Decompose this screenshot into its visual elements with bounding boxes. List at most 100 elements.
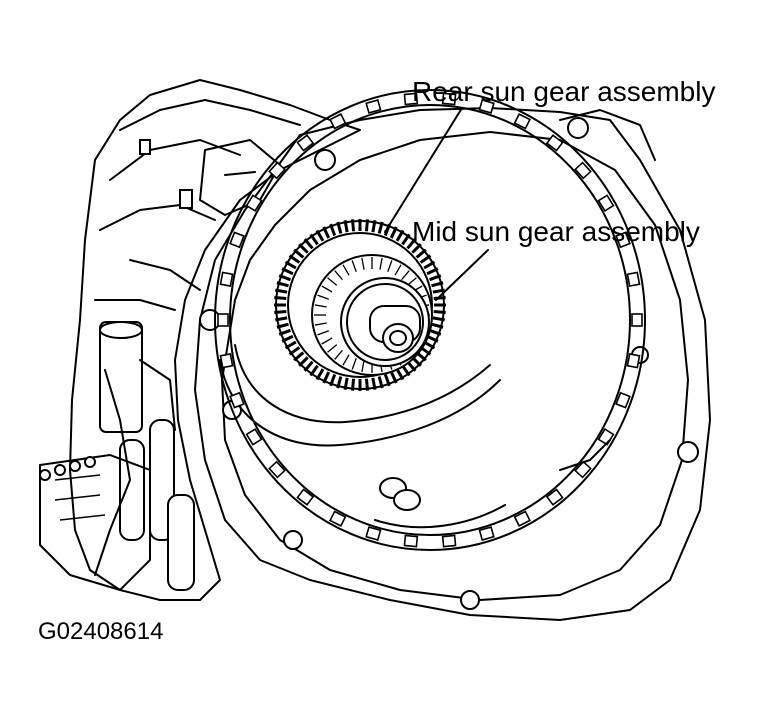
- drum-notch: [219, 271, 234, 287]
- spline-line: [314, 322, 327, 326]
- gear-tooth: [288, 346, 301, 356]
- spline-line: [321, 337, 333, 345]
- gear-tooth: [377, 376, 384, 389]
- spline-line: [342, 354, 350, 366]
- spline-line: [314, 304, 327, 308]
- spline-line: [321, 285, 333, 293]
- drum-notch: [229, 391, 245, 409]
- spline-line: [351, 260, 357, 272]
- gear-tooth: [278, 274, 291, 282]
- gear-tooth: [371, 220, 377, 233]
- gear-tooth: [431, 322, 444, 329]
- mid-sun-gear: [311, 254, 433, 376]
- clutch-drum: [214, 89, 646, 551]
- gear-tooth: [293, 248, 305, 259]
- gear-tooth: [429, 328, 442, 336]
- gear-tooth: [415, 248, 427, 259]
- gear-tooth: [281, 334, 294, 343]
- gear-tooth: [389, 226, 398, 239]
- spline-line: [334, 349, 343, 360]
- gear-tooth: [275, 316, 288, 322]
- gear-tooth: [419, 254, 432, 264]
- gear-tooth: [432, 288, 445, 294]
- drum-notch: [403, 534, 419, 548]
- gear-tooth: [433, 309, 446, 314]
- gear-tooth: [364, 219, 369, 232]
- gear-tooth: [432, 316, 445, 322]
- drum-notch: [296, 488, 315, 506]
- gear-tooth: [336, 376, 343, 389]
- drum-notch: [597, 194, 615, 212]
- drum-notch: [229, 231, 245, 249]
- gear-tooth: [389, 371, 398, 384]
- spline-line: [361, 257, 365, 270]
- drum-notch: [513, 510, 531, 527]
- spline-line: [327, 277, 338, 286]
- spline-line: [327, 344, 338, 353]
- drum-notch: [626, 271, 641, 287]
- drum-notch: [574, 161, 592, 180]
- gear-tooth: [284, 340, 297, 350]
- gear-tooth: [322, 226, 331, 239]
- gear-tooth: [274, 296, 287, 301]
- drum-notch: [217, 313, 229, 327]
- drum-notch: [545, 488, 564, 506]
- spline-line: [342, 264, 350, 276]
- gear-tooth: [298, 243, 309, 254]
- gear-tooth: [364, 378, 369, 391]
- gear-tooth: [401, 233, 411, 246]
- spline-line: [379, 257, 383, 270]
- drum-notch: [478, 99, 495, 114]
- spline-line: [317, 294, 329, 300]
- gear-tooth: [329, 223, 337, 236]
- drum-notch: [268, 460, 286, 479]
- gear-tooth: [329, 374, 337, 387]
- spline-line: [361, 360, 365, 373]
- spline-line: [351, 358, 357, 370]
- drum-notch: [268, 161, 286, 180]
- gear-tooth: [343, 377, 349, 390]
- gear-tooth: [351, 378, 356, 391]
- gear-tooth: [288, 254, 301, 264]
- gear-tooth: [371, 377, 377, 390]
- gear-tooth: [276, 322, 289, 329]
- gear-tooth: [322, 371, 331, 384]
- spline-line: [401, 270, 410, 281]
- drum-notch: [245, 428, 263, 446]
- gear-tooth: [284, 260, 297, 270]
- gear-tooth: [395, 368, 405, 381]
- gear-tooth: [315, 368, 325, 381]
- gear-tooth: [278, 328, 291, 336]
- mid-sun-gear-label: Mid sun gear assembly: [412, 216, 700, 247]
- mid-sun-gear-leader-line: [435, 249, 489, 301]
- gear-tooth: [309, 364, 319, 377]
- drum-notch: [441, 534, 457, 548]
- spline-line: [317, 330, 329, 336]
- drum-notch: [631, 313, 643, 327]
- gear-tooth: [298, 356, 309, 367]
- gear-tooth: [276, 281, 289, 288]
- gear-tooth: [423, 260, 436, 270]
- gear-tooth: [309, 233, 319, 246]
- bell-housing-flange: [194, 107, 711, 621]
- gear-tooth: [274, 309, 287, 314]
- gear-tooth: [275, 288, 288, 294]
- drum-notches: [217, 92, 643, 548]
- gear-tooth: [426, 267, 439, 276]
- gear-tooth: [303, 238, 314, 250]
- rear-sun-gear-teeth: [274, 219, 446, 391]
- gear-tooth: [426, 334, 439, 343]
- gear-tooth: [395, 229, 405, 242]
- gear-tooth: [406, 238, 417, 250]
- rear-sun-gear-label: Rear sun gear assembly: [412, 76, 716, 107]
- drum-notch: [441, 92, 457, 106]
- gear-tooth: [315, 229, 325, 242]
- drum-notch: [574, 460, 592, 479]
- rear-sun-gear-leader-line: [384, 107, 463, 233]
- gear-tooth: [281, 267, 294, 276]
- gear-tooth: [343, 220, 349, 233]
- gear-tooth: [429, 274, 442, 282]
- drum-notch: [615, 391, 631, 409]
